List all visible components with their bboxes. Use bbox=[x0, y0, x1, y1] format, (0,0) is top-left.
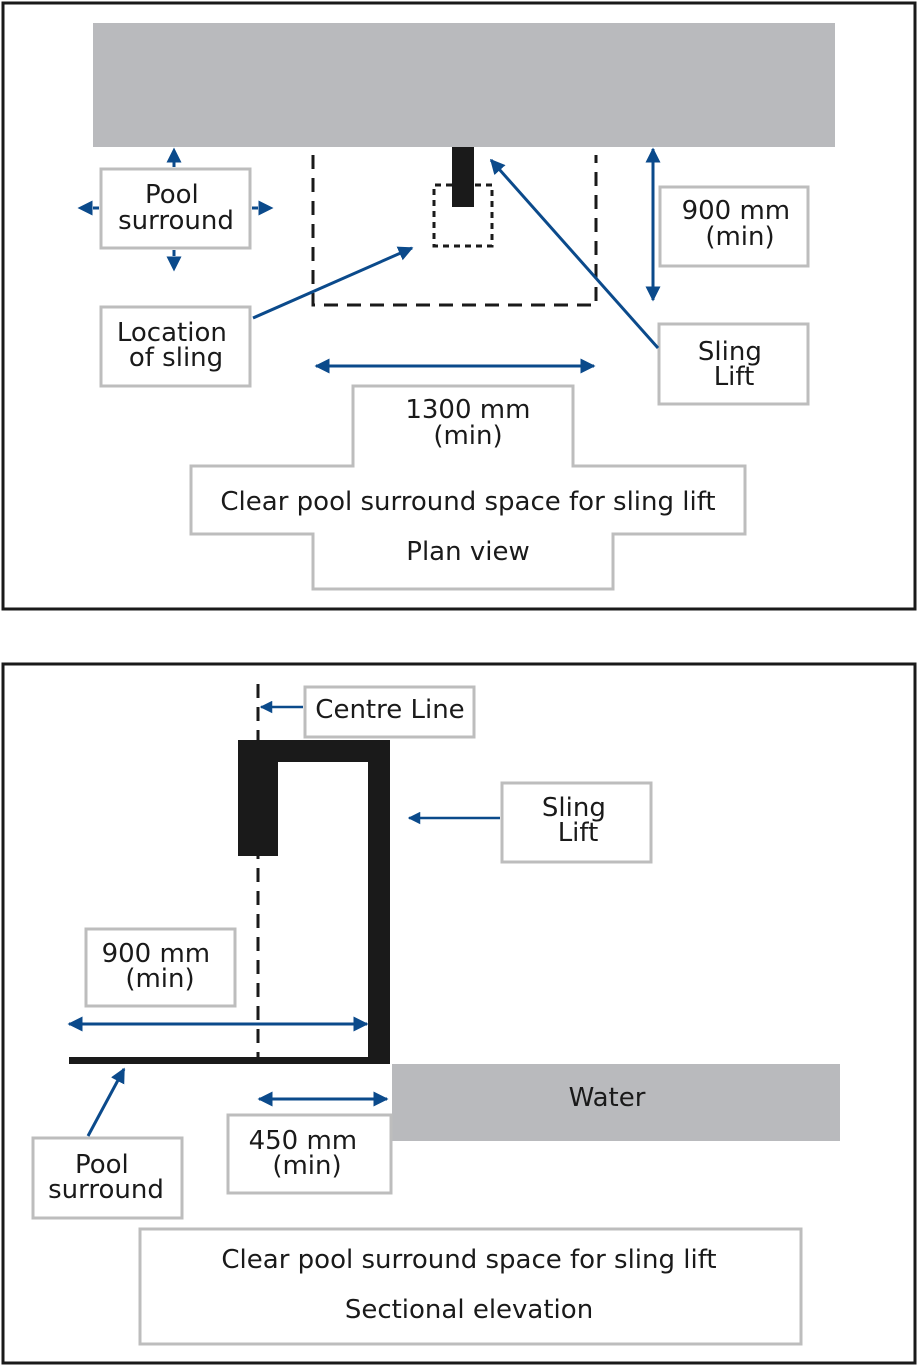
elevation-water bbox=[392, 1064, 840, 1141]
plan-sling-lift-box bbox=[657, 322, 810, 406]
plan-caption-title: Clear pool surround space for sling lift bbox=[220, 487, 715, 517]
elevation-pool-surround-label: Pool surround bbox=[48, 1150, 164, 1205]
elevation-sling-boom bbox=[238, 740, 390, 762]
plan-sling-location-outline bbox=[432, 183, 494, 248]
elevation-caption-title: Clear pool surround space for sling lift bbox=[221, 1245, 716, 1275]
elevation-caption-subtitle: Sectional elevation bbox=[345, 1295, 593, 1325]
elevation-sling-lift-box bbox=[500, 781, 653, 864]
elevation-water-label: Water bbox=[569, 1083, 646, 1113]
plan-caption-subtitle: Plan view bbox=[406, 537, 529, 567]
elevation-offset-box bbox=[226, 1113, 393, 1195]
plan-location-of-sling-label: Location of sling bbox=[117, 318, 235, 373]
plan-pool-surround-box bbox=[99, 167, 252, 250]
plan-depth-box bbox=[658, 185, 810, 268]
elevation-pool-surround-arrow bbox=[86, 1067, 126, 1137]
centre-line-label: Centre Line bbox=[315, 695, 464, 725]
plan-view-frame bbox=[1, 1, 917, 611]
elevation-offset-label: 450 mm (min) bbox=[249, 1126, 366, 1181]
plan-location-arrow bbox=[252, 246, 414, 320]
plan-sling-lift-arrow bbox=[489, 158, 660, 349]
plan-pool-area bbox=[93, 23, 835, 147]
plan-depth-label: 900 mm (min) bbox=[682, 196, 799, 252]
elevation-pool-surround-box bbox=[31, 1136, 184, 1220]
elevation-frame bbox=[1, 662, 917, 1365]
plan-caption-box bbox=[189, 384, 747, 591]
plan-location-of-sling-box bbox=[99, 305, 252, 388]
plan-view-panel: Pool surround Location of sling 900 mm (… bbox=[1, 1, 917, 611]
plan-sling-lift-label: Sling Lift bbox=[698, 337, 770, 392]
elevation-caption-box bbox=[138, 1227, 803, 1346]
plan-pool-surround-label: Pool surround bbox=[118, 180, 234, 236]
elevation-surround-width-box bbox=[84, 927, 237, 1008]
elevation-surround-width-label: 900 mm (min) bbox=[102, 939, 219, 994]
centre-line-box bbox=[303, 685, 476, 739]
plan-width-label: 1300 mm (min) bbox=[405, 395, 538, 451]
elevation-sling-mast bbox=[368, 740, 390, 1060]
plan-sling-lift-post bbox=[452, 147, 474, 207]
elevation-sling-lift-label: Sling Lift bbox=[542, 793, 614, 848]
elevation-panel: Centre Line Sling Lift 900 mm (min) Wate… bbox=[1, 662, 917, 1365]
elevation-pool-surround-floor bbox=[69, 1057, 390, 1064]
plan-clear-space-outline bbox=[311, 155, 598, 307]
